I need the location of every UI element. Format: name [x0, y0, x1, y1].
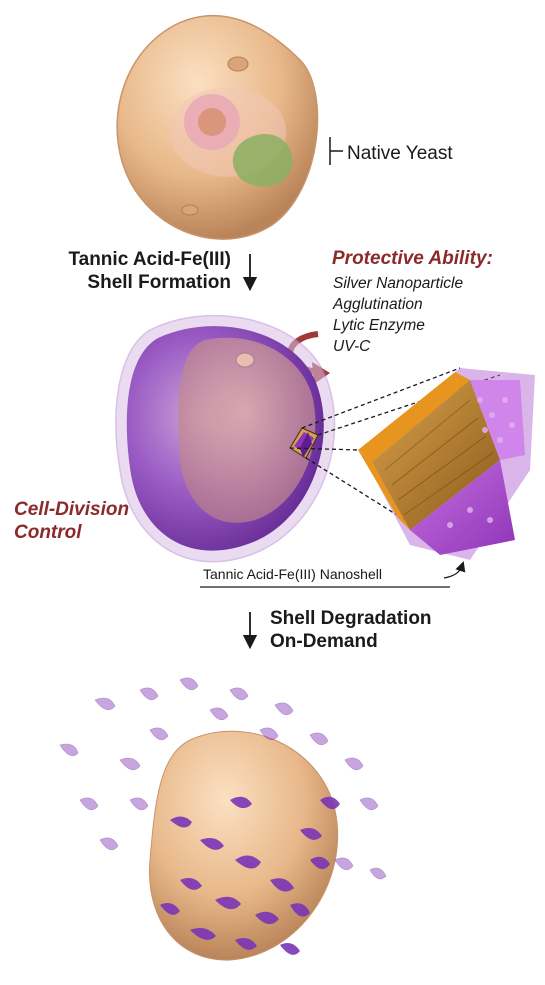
cell-division-line2: Control: [14, 522, 82, 543]
coated-yeast-interior: [177, 337, 316, 523]
cube-left-membrane: [358, 450, 410, 530]
degraded-yeast-cell: [59, 677, 387, 961]
zoom-lines: [289, 367, 501, 521]
native-yeast-bracket: [329, 137, 343, 165]
coated-bud-scar: [235, 352, 255, 368]
cube-shell-face: [410, 460, 515, 555]
cube-texture: [447, 397, 515, 528]
shell-fragments-detached: [59, 677, 387, 880]
protective-item-silver: Silver Nanoparticle: [333, 275, 464, 292]
step1-label: Tannic Acid-Fe(III) Shell Formation: [68, 248, 231, 294]
yeast-vacuole: [232, 134, 293, 187]
nanoshell-pointer: [443, 561, 466, 579]
coated-yeast-cell: [115, 314, 336, 563]
cube-top-membrane: [358, 372, 470, 462]
degraded-yeast-body: [148, 730, 339, 961]
cube-wall-layer: [372, 380, 500, 530]
nanoshell-zoom-cube: [358, 368, 535, 560]
step1-line1: Tannic Acid-Fe(III): [68, 249, 231, 270]
bud-scar: [227, 56, 249, 72]
cube-wall-lines: [384, 399, 495, 516]
native-yeast-label: Native Yeast: [347, 143, 453, 164]
yeast-nucleolus: [198, 108, 226, 136]
shell-fragments-attached: [160, 796, 340, 955]
protective-item-agglutination: Agglutination: [333, 296, 423, 313]
protective-item-lytic: Lytic Enzyme: [333, 317, 425, 334]
step3-line1: Shell Degradation: [270, 608, 432, 629]
nanoshell-label: Tannic Acid-Fe(III) Nanoshell: [203, 566, 382, 582]
cube-side-face: [470, 380, 525, 460]
step1-line2: Shell Formation: [87, 272, 231, 293]
step3-label: Shell Degradation On-Demand: [270, 607, 432, 653]
protective-item-uvc: UV-C: [333, 338, 371, 355]
step3-line2: On-Demand: [270, 631, 378, 652]
bud-scar-2: [181, 204, 199, 216]
native-yeast-cell: [116, 15, 319, 240]
protective-ability-title: Protective Ability:: [332, 248, 493, 269]
cell-division-line1: Cell-Division: [14, 499, 130, 520]
cell-division-label: Cell-Division Control: [14, 498, 129, 544]
